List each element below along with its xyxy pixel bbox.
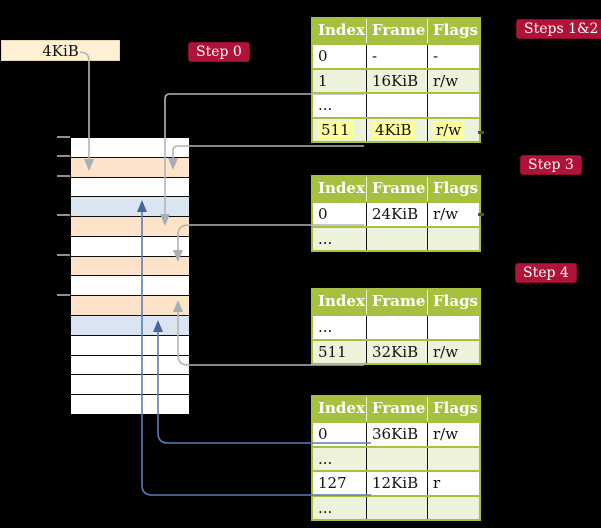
column-header-flags: Flags [433,179,478,197]
column-header-frame: Frame [367,397,428,422]
column-header-flags: Flags [433,292,478,310]
table-row: ... [313,494,479,519]
arrow-table1-row511-to-frame-4kib [168,145,364,170]
column-header-flags: Flags [433,21,478,39]
page-table-1: Index Frame Flags 0 - - 1 16KiB r/w ... … [311,17,481,143]
column-header-index: Index [313,290,367,315]
column-header-index: Index [313,397,367,422]
column-header-frame: Frame [367,177,428,202]
highlighted-value: 511 [318,120,353,139]
column-header-index: Index [313,19,367,44]
frame-boundary-tick [57,294,70,296]
memory-frame-row [71,375,189,396]
highlighted-value: 4KiB [372,120,415,139]
step4-badge: Step 4 [515,263,577,283]
memory-frame-row [71,296,189,317]
memory-frame-row [71,256,189,277]
step0-badge: Step 0 [188,42,250,62]
step3-badge: Step 3 [520,155,582,175]
memory-frame-row [71,276,189,297]
table-header-row: Index Frame Flags [313,177,479,202]
page-table-2: Index Frame Flags 0 24KiB r/w ... [311,175,481,253]
table-header-row: Index Frame Flags [313,290,479,315]
table-row-highlighted: 511 4KiB r/w [313,116,479,141]
table-row: 0 24KiB r/w [313,201,479,226]
highlighted-value: r/w [433,120,465,139]
frame-size-label: 4KiB [1,40,120,61]
table-row: 511 32KiB r/w [313,338,479,364]
memory-frame-row [71,157,189,178]
table-row: ... [313,445,479,471]
memory-frame-row [71,335,189,356]
table-row: 127 12KiB r [313,470,479,495]
table-header-row: Index Frame Flags [313,397,479,422]
frame-boundary-tick [57,155,70,157]
table-row: ... [313,225,479,251]
table-row: 0 - - [313,43,479,68]
page-table-3: Index Frame Flags ... 511 32KiB r/w [311,288,481,366]
frame-boundary-tick [57,214,70,216]
memory-frame-row [71,217,189,237]
memory-frame-row [71,138,189,158]
memory-frame-row [71,395,189,414]
frame-boundary-tick [57,136,70,138]
memory-frame-row [71,236,189,257]
memory-frame-row [71,177,189,198]
page-table-4: Index Frame Flags 0 36KiB r/w ... 127 12… [311,395,481,521]
steps1-2-badge: Steps 1&2 [516,19,601,39]
column-header-flags: Flags [433,399,478,417]
column-header-frame: Frame [367,290,428,315]
physical-memory-column [70,137,190,415]
table-row: 1 16KiB r/w [313,67,479,93]
table-row: ... [313,314,479,339]
table-row: 0 36KiB r/w [313,421,479,446]
memory-frame-row [71,316,189,336]
column-header-index: Index [313,177,367,202]
column-header-frame: Frame [367,19,428,44]
table-row: ... [313,92,479,117]
frame-boundary-tick [57,175,70,177]
frame-boundary-tick [57,254,70,256]
memory-frame-row [71,355,189,376]
table-header-row: Index Frame Flags [313,19,479,44]
memory-frame-row [71,197,189,218]
